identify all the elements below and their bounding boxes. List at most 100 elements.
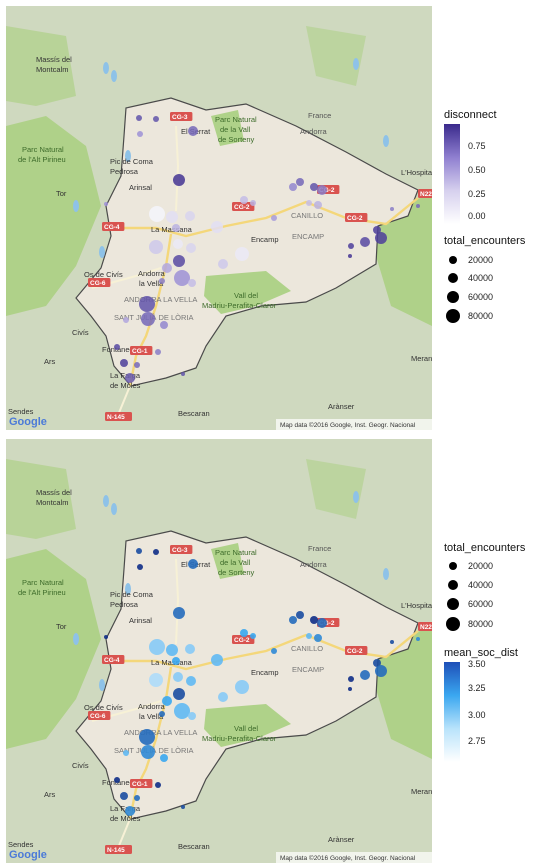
legend-size-dot bbox=[446, 309, 460, 323]
encounter-point bbox=[181, 372, 185, 376]
place-label: France bbox=[308, 544, 331, 553]
road-shield: CG-4 bbox=[102, 222, 125, 231]
andorra-region bbox=[75, 530, 419, 820]
place-label: Parc Natural bbox=[215, 548, 257, 557]
encounter-point bbox=[104, 635, 108, 639]
encounter-point bbox=[159, 711, 165, 717]
road-shield: CG-2 bbox=[345, 646, 368, 655]
encounter-point bbox=[160, 321, 168, 329]
legend-tick: 60000 bbox=[468, 292, 494, 302]
place-label: ANDORRA LA VELLA bbox=[124, 295, 197, 304]
legend-tick: 40000 bbox=[468, 580, 494, 590]
encounter-point bbox=[360, 237, 370, 247]
lake bbox=[353, 58, 359, 70]
encounter-point bbox=[166, 644, 178, 656]
place-label: la Vella bbox=[139, 712, 164, 721]
encounter-point bbox=[162, 696, 172, 706]
road-shield-bg bbox=[130, 346, 153, 355]
encounter-point bbox=[306, 200, 312, 206]
legend-size-dot bbox=[448, 580, 458, 590]
place-label: Vall del bbox=[234, 724, 258, 733]
place-label: de Sorteny bbox=[218, 135, 255, 144]
road-shield-bg bbox=[418, 189, 432, 198]
encounter-point bbox=[125, 373, 135, 383]
encounter-point bbox=[137, 564, 143, 570]
encounter-point bbox=[188, 126, 198, 136]
encounter-point bbox=[123, 750, 129, 756]
encounter-point bbox=[375, 665, 387, 677]
road-shield-bg bbox=[105, 412, 132, 421]
encounter-point bbox=[141, 745, 155, 759]
place-label: Montcalm bbox=[36, 65, 69, 74]
road-shield-bg bbox=[232, 635, 255, 644]
encounter-point bbox=[125, 806, 135, 816]
lake bbox=[353, 491, 359, 503]
encounter-point bbox=[155, 349, 161, 355]
road-shield-bg bbox=[105, 845, 132, 854]
encounter-point bbox=[149, 639, 165, 655]
park-area-madriu bbox=[204, 704, 291, 747]
place-label: Bescaran bbox=[178, 842, 210, 851]
encounter-point bbox=[173, 688, 185, 700]
encounter-point bbox=[375, 232, 387, 244]
place-label: Arànser bbox=[328, 402, 355, 411]
encounter-point bbox=[240, 196, 248, 204]
attribution-bg bbox=[276, 419, 432, 430]
place-label: Andorra bbox=[300, 127, 328, 136]
encounter-point bbox=[159, 278, 165, 284]
road-shield-label: CG-2 bbox=[347, 648, 363, 655]
place-label: ENCAMP bbox=[292, 665, 324, 674]
place-label: France bbox=[308, 111, 331, 120]
place-label: Montcalm bbox=[36, 498, 69, 507]
park-area-east bbox=[376, 196, 432, 326]
place-label: de Moles bbox=[110, 814, 141, 823]
map-attribution: Map data ©2016 Google, Inst. Geogr. Naci… bbox=[280, 854, 416, 862]
road-shield-bg bbox=[130, 779, 153, 788]
lake bbox=[383, 568, 389, 580]
encounter-point bbox=[306, 633, 312, 639]
encounter-point bbox=[185, 211, 195, 221]
road-shield-label: N22 bbox=[420, 191, 432, 198]
legend-tick: 0.25 bbox=[468, 189, 486, 199]
lake bbox=[73, 633, 79, 645]
encounter-point bbox=[348, 243, 354, 249]
encounter-point bbox=[310, 183, 318, 191]
place-label: Civís bbox=[72, 761, 89, 770]
place-label: CANILLO bbox=[291, 644, 323, 653]
place-label: de la Vall bbox=[220, 125, 251, 134]
road-shield-bg bbox=[232, 202, 255, 211]
place-label: de Sorteny bbox=[218, 568, 255, 577]
legend-title: mean_soc_dist bbox=[444, 647, 518, 659]
place-label: Ars bbox=[44, 357, 56, 366]
encounter-point bbox=[218, 259, 228, 269]
place-label: CANILLO bbox=[291, 211, 323, 220]
encounter-point bbox=[235, 247, 249, 261]
encounter-point bbox=[314, 634, 322, 642]
encounter-point bbox=[139, 729, 155, 745]
legend-tick: 20000 bbox=[468, 561, 494, 571]
road-shield-label: CG-2 bbox=[234, 637, 250, 644]
place-label: de l'Alt Pirineu bbox=[18, 155, 66, 164]
legend-tick: 2.75 bbox=[468, 736, 486, 746]
place-label: ANDORRA LA VELLA bbox=[124, 728, 197, 737]
encounter-point bbox=[139, 296, 155, 312]
encounter-point bbox=[250, 633, 256, 639]
park-area-montcalm bbox=[6, 459, 76, 539]
road-shield: N22 bbox=[418, 189, 432, 198]
place-label: de la Vall bbox=[220, 558, 251, 567]
lake bbox=[99, 246, 105, 258]
park-area-sorteny bbox=[211, 110, 244, 146]
road-cg-3 bbox=[175, 558, 180, 645]
place-label: Madriu-Perafita-Claror bbox=[202, 301, 277, 310]
place-label: La Massana bbox=[151, 658, 193, 667]
road-shield-label: N-145 bbox=[107, 414, 125, 421]
encounter-point bbox=[173, 174, 185, 186]
place-label: Ars bbox=[44, 790, 56, 799]
road-shield-label: N22 bbox=[420, 624, 432, 631]
legend-size-dot bbox=[447, 598, 459, 610]
lake bbox=[103, 62, 109, 74]
park-area-north bbox=[306, 26, 366, 86]
